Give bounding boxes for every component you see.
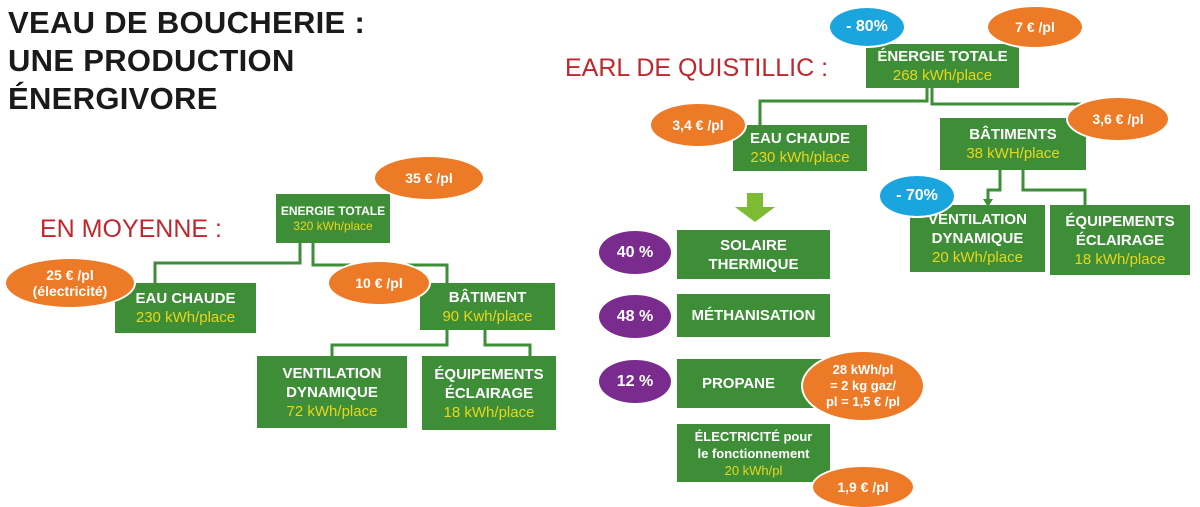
electricity-box: ÉLECTRICITÉ pour le fonctionnement 20 kW…	[677, 424, 830, 482]
box-label: PROPANE	[701, 375, 776, 392]
farm-hot-water-box: EAU CHAUDE 230 kWh/place	[733, 125, 867, 171]
electricity-cost: 1,9 € /pl	[811, 465, 915, 507]
farm-total-reduction: - 80%	[828, 6, 906, 48]
average-heading: EN MOYENNE :	[40, 215, 222, 243]
avg-hot-water-cost: 25 € /pl (électricité)	[4, 257, 136, 309]
title-line: UNE PRODUCTION	[8, 43, 295, 78]
box-value: 18 kWh/place	[443, 403, 535, 421]
box-value: 230 kWh/place	[135, 309, 236, 326]
title-line: VEAU DE BOUCHERIE :	[8, 5, 366, 40]
cost-note: (électricité)	[32, 283, 108, 299]
box-label: ÉCLAIRAGE	[1075, 231, 1165, 249]
note-line: pl = 1,5 € /pl	[825, 394, 901, 409]
box-label: ÉLECTRICITÉ pour	[694, 428, 813, 444]
box-value: 18 kWh/place	[1074, 250, 1166, 268]
box-label: ÉCLAIRAGE	[444, 384, 534, 402]
farm-ventilation-box: VENTILATION DYNAMIQUE 20 kWh/place	[910, 205, 1045, 272]
box-value: 90 Kwh/place	[442, 307, 533, 325]
box-label: BÂTIMENT	[448, 288, 527, 306]
box-value: 230 kWh/place	[750, 149, 850, 166]
propane-cost-note: 28 kWh/pl = 2 kg gaz/ pl = 1,5 € /pl	[801, 350, 925, 422]
box-label: MÉTHANISATION	[691, 307, 816, 324]
farm-buildings-cost: 3,6 € /pl	[1066, 96, 1170, 142]
box-label: le fonctionnement	[697, 445, 810, 461]
avg-equipment-box: ÉQUIPEMENTS ÉCLAIRAGE 18 kWh/place	[422, 356, 556, 430]
page-title: VEAU DE BOUCHERIE : UNE PRODUCTION ÉNERG…	[8, 4, 365, 118]
box-label: BÂTIMENTS	[969, 126, 1057, 143]
source-propane-box: PROPANE	[677, 359, 830, 408]
box-label: VENTILATION	[282, 364, 382, 382]
source-propane-share: 12 %	[597, 358, 673, 405]
down-arrow-icon	[735, 193, 775, 222]
box-value: 38 kWH/place	[966, 145, 1060, 162]
source-solar-box: SOLAIRE THERMIQUE	[677, 230, 830, 279]
box-label: ENERGIE TOTALE	[280, 203, 386, 218]
farm-equipment-box: ÉQUIPEMENTS ÉCLAIRAGE 18 kWh/place	[1050, 205, 1190, 275]
avg-total-box: ENERGIE TOTALE 320 kWh/place	[276, 194, 390, 243]
box-value: 268 kWh/place	[892, 67, 993, 84]
avg-building-cost: 10 € /pl	[327, 260, 431, 306]
box-value: 72 kWh/place	[286, 402, 378, 420]
box-label: ÉNERGIE TOTALE	[877, 48, 1008, 65]
source-methanisation-share: 48 %	[597, 293, 673, 340]
box-label: EAU CHAUDE	[135, 290, 236, 307]
box-label: SOLAIRE	[720, 236, 787, 254]
farm-total-cost: 7 € /pl	[986, 5, 1084, 49]
box-label: ÉQUIPEMENTS	[1065, 212, 1175, 230]
box-label: VENTILATION	[928, 211, 1027, 228]
avg-building-box: BÂTIMENT 90 Kwh/place	[420, 283, 555, 330]
box-label: ÉQUIPEMENTS	[434, 365, 544, 383]
farm-ventilation-reduction: - 70%	[878, 174, 956, 218]
avg-hot-water-box: EAU CHAUDE 230 kWh/place	[115, 283, 256, 333]
box-value: 20 kWh/pl	[724, 462, 783, 478]
box-value: 320 kWh/place	[293, 218, 373, 233]
note-line: 28 kWh/pl	[832, 362, 894, 377]
source-solar-share: 40 %	[597, 229, 673, 276]
farm-heading: EARL DE QUISTILLIC :	[565, 54, 829, 82]
box-label: EAU CHAUDE	[749, 130, 850, 147]
box-label: THERMIQUE	[708, 255, 799, 273]
source-methanisation-box: MÉTHANISATION	[677, 294, 830, 337]
farm-hot-water-cost: 3,4 € /pl	[649, 102, 747, 148]
avg-total-cost: 35 € /pl	[373, 155, 485, 201]
title-line: ÉNERGIVORE	[8, 81, 218, 116]
box-label: DYNAMIQUE	[931, 230, 1024, 247]
box-value: 20 kWh/place	[932, 249, 1023, 266]
box-label: DYNAMIQUE	[286, 383, 378, 401]
cost-text: 25 € /pl	[46, 267, 94, 283]
farm-total-box: ÉNERGIE TOTALE 268 kWh/place	[866, 44, 1019, 88]
note-line: = 2 kg gaz/	[829, 378, 897, 393]
avg-ventilation-box: VENTILATION DYNAMIQUE 72 kWh/place	[257, 356, 407, 428]
farm-buildings-box: BÂTIMENTS 38 kWH/place	[940, 118, 1086, 170]
